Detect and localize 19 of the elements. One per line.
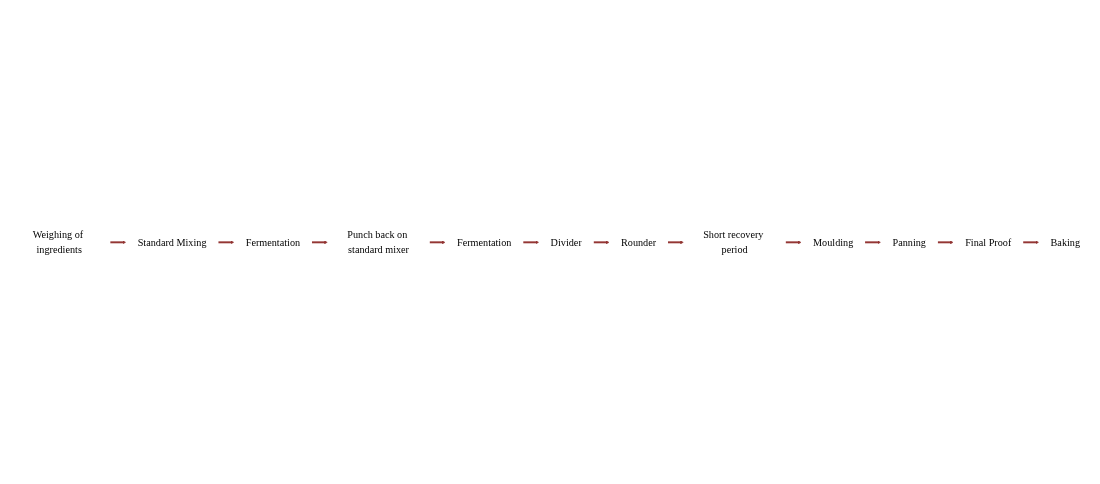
node-text: Rounder	[621, 236, 657, 248]
node-text: Short recovery period	[703, 228, 764, 256]
node-text: Weighing of ingredients	[32, 228, 84, 256]
arrow	[784, 240, 802, 244]
node-text: Final Proof	[965, 236, 1012, 248]
node-text: Panning	[892, 236, 926, 248]
arrow	[592, 240, 610, 244]
node-text: Divider	[550, 236, 582, 248]
node-text: Fermentation	[457, 236, 512, 248]
node-text: Baking	[1050, 236, 1081, 248]
arrow	[522, 240, 539, 244]
arrow	[1022, 240, 1039, 244]
node-text: Standard Mixing	[137, 236, 207, 248]
arrow	[109, 240, 127, 244]
arrow	[864, 240, 881, 244]
arrow	[217, 240, 235, 244]
node-text: Moulding	[813, 236, 854, 248]
node-text: Fermentation	[245, 236, 301, 248]
node-text: Punch back on standard mixer	[347, 228, 409, 256]
